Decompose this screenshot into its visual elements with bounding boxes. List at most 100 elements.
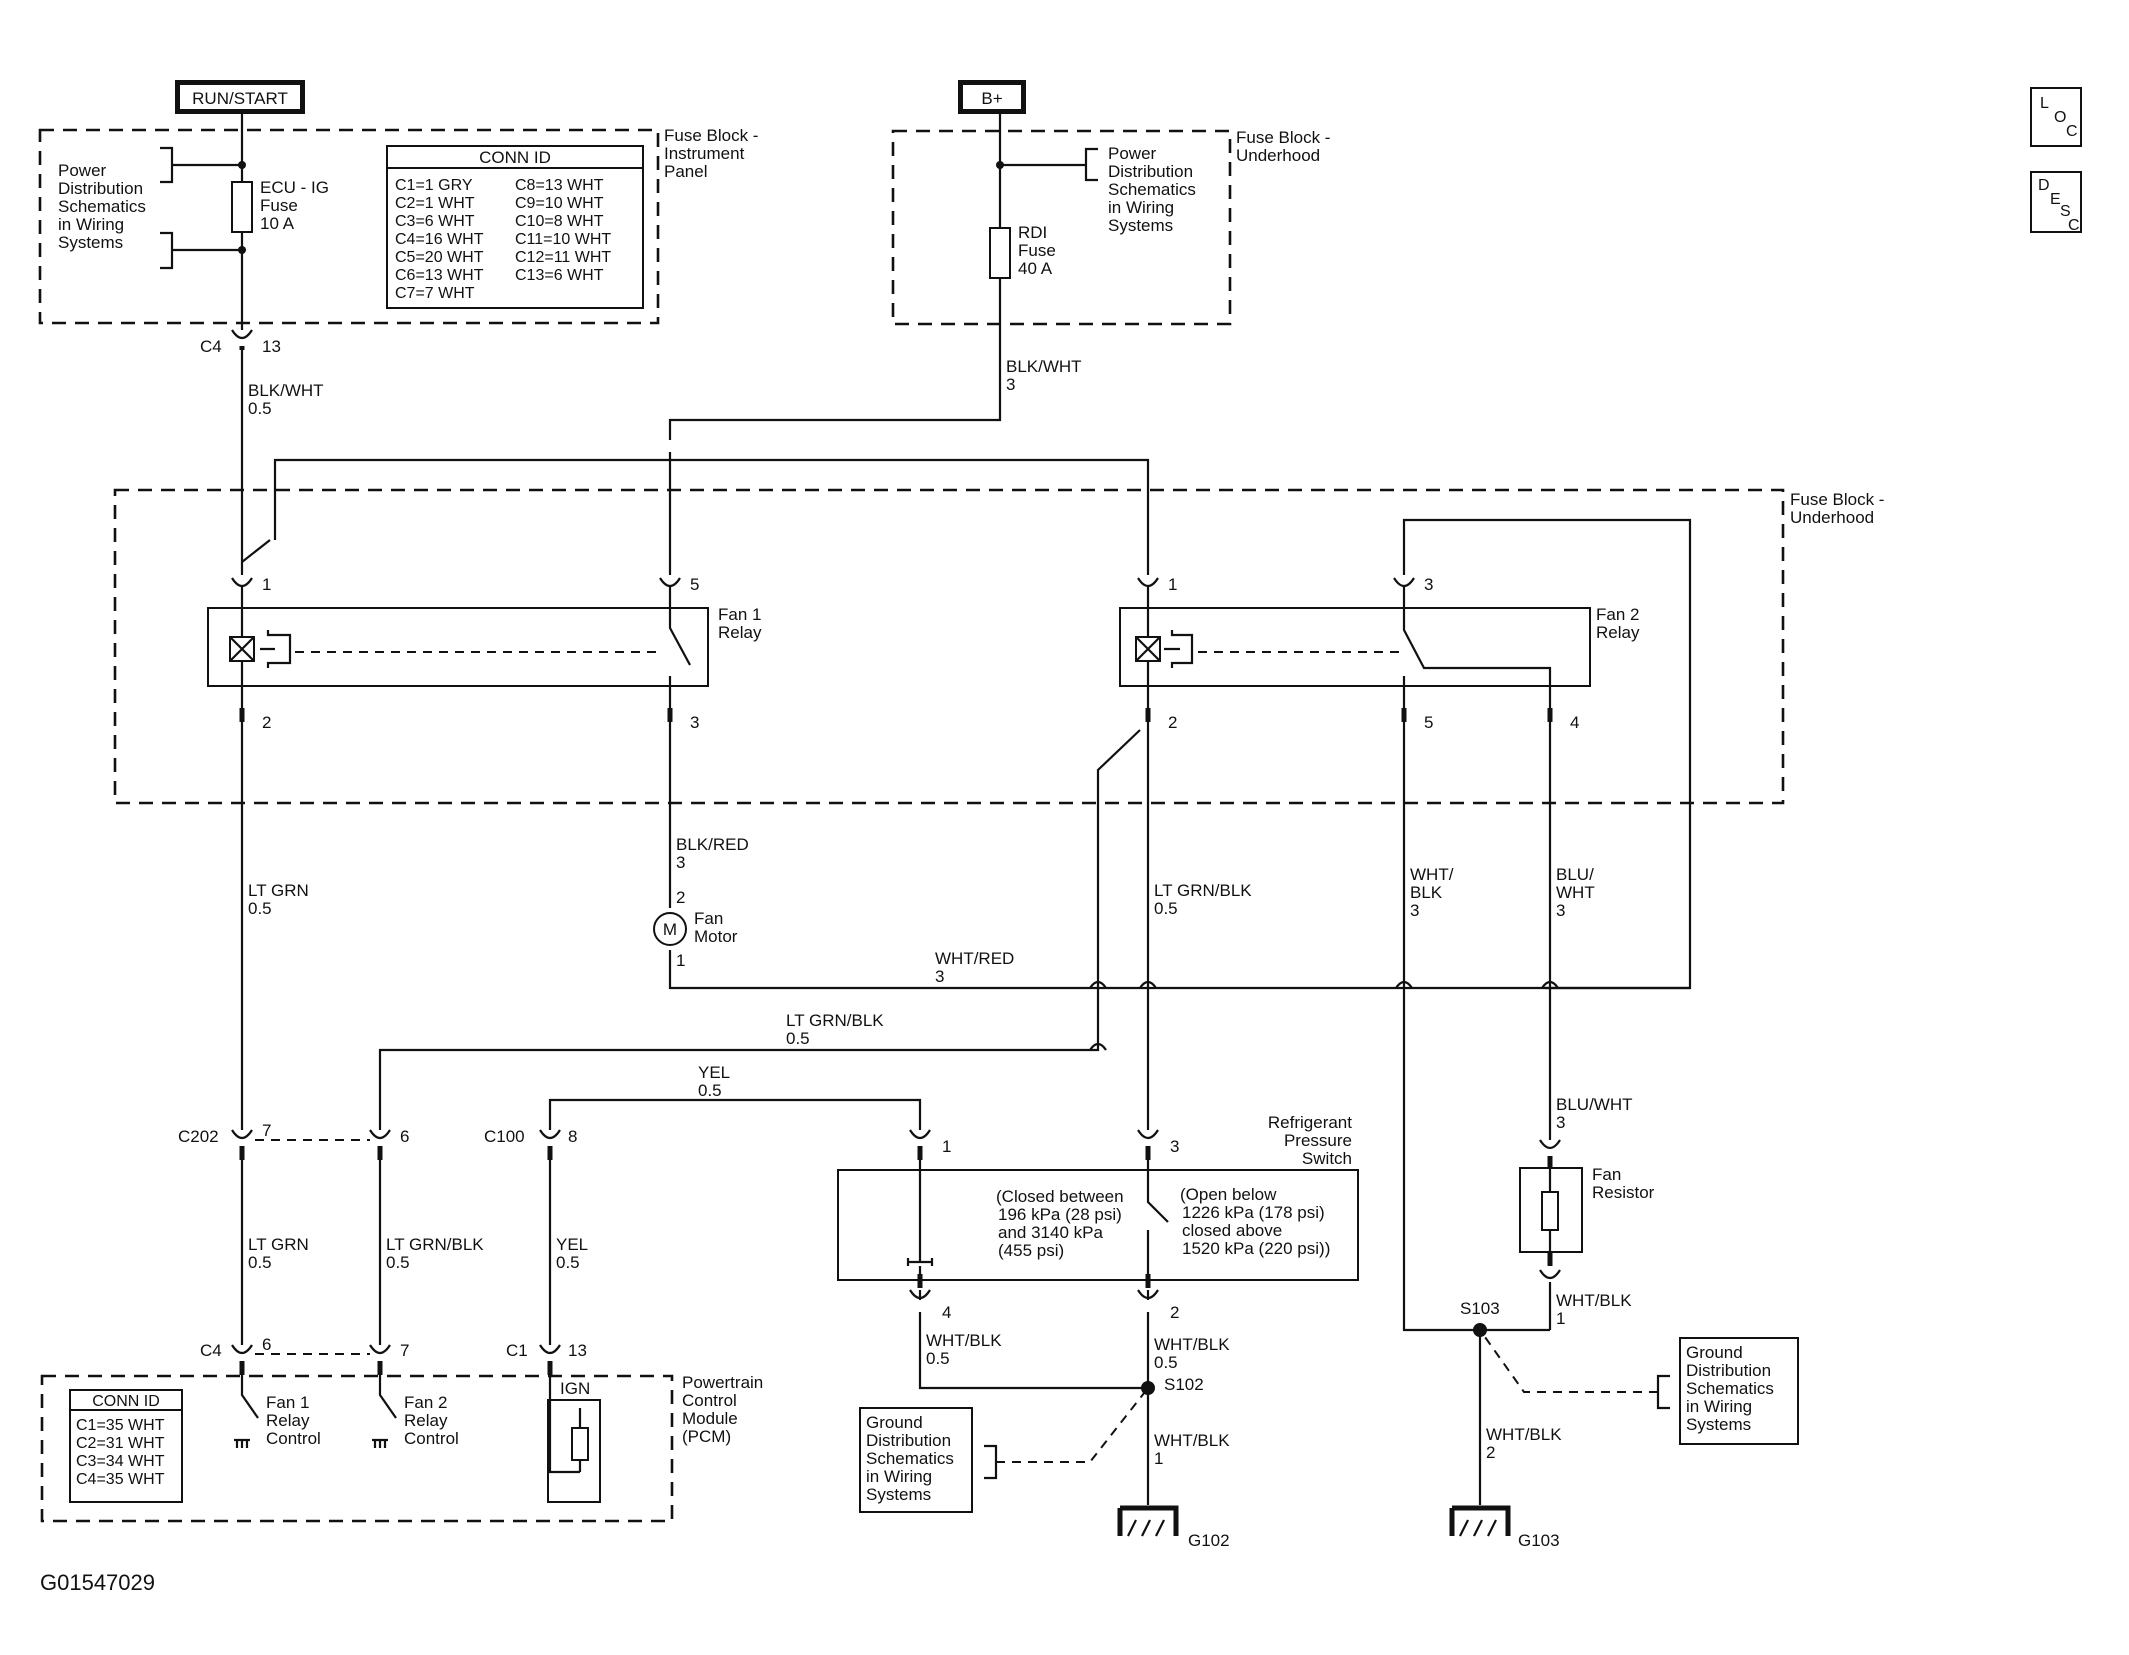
svg-text:Systems: Systems xyxy=(1108,216,1173,235)
svg-text:0.5: 0.5 xyxy=(386,1253,410,1272)
svg-text:C12=11 WHT: C12=11 WHT xyxy=(515,249,611,266)
ground-distribution-ref-right[interactable]: Ground Distribution Schematics in Wiring… xyxy=(1479,1329,1799,1445)
svg-text:0.5: 0.5 xyxy=(1154,1353,1178,1372)
svg-text:1: 1 xyxy=(942,1137,951,1156)
svg-text:Systems: Systems xyxy=(58,233,123,252)
svg-text:Instrument: Instrument xyxy=(664,144,745,163)
svg-text:Refrigerant: Refrigerant xyxy=(1268,1113,1352,1132)
svg-text:6: 6 xyxy=(262,1335,271,1354)
svg-text:2: 2 xyxy=(1486,1443,1495,1462)
svg-text:C1=35 WHT: C1=35 WHT xyxy=(76,1417,165,1434)
svg-text:C: C xyxy=(2068,217,2080,234)
wiring xyxy=(240,114,1692,1505)
svg-text:E: E xyxy=(2050,191,2061,208)
svg-text:Distribution: Distribution xyxy=(58,179,143,198)
svg-text:in Wiring: in Wiring xyxy=(1108,198,1174,217)
svg-text:O: O xyxy=(2054,109,2066,126)
svg-text:Underhood: Underhood xyxy=(1790,508,1874,527)
svg-text:196 kPa (28 psi): 196 kPa (28 psi) xyxy=(998,1205,1122,1224)
svg-text:3: 3 xyxy=(676,853,685,872)
svg-text:4: 4 xyxy=(942,1303,951,1322)
svg-text:3: 3 xyxy=(1556,1113,1565,1132)
svg-text:C13=6 WHT: C13=6 WHT xyxy=(515,267,604,284)
svg-text:3: 3 xyxy=(1410,901,1419,920)
svg-text:in Wiring: in Wiring xyxy=(58,215,124,234)
power-distribution-ref-underhood[interactable]: Power Distribution Schematics in Wiring … xyxy=(996,144,1196,235)
svg-text:C3=6 WHT: C3=6 WHT xyxy=(395,213,475,230)
svg-text:WHT/BLK: WHT/BLK xyxy=(926,1331,1002,1350)
svg-text:BLK/WHT: BLK/WHT xyxy=(1006,357,1082,376)
wire-labels: BLK/WHT 0.5 BLK/WHT 3 LT GRN 0.5 BLK/RED… xyxy=(248,357,1633,1468)
loc-button[interactable]: L O C xyxy=(2030,87,2082,147)
svg-text:C10=8 WHT: C10=8 WHT xyxy=(515,213,604,230)
svg-text:0.5: 0.5 xyxy=(556,1253,580,1272)
svg-text:4: 4 xyxy=(1570,713,1579,732)
svg-text:0.5: 0.5 xyxy=(248,899,272,918)
ecu-ig-fuse: ECU - IG Fuse 10 A xyxy=(231,178,329,233)
svg-text:1: 1 xyxy=(1556,1309,1565,1328)
svg-text:Powertrain: Powertrain xyxy=(682,1373,763,1392)
svg-text:WHT/BLK: WHT/BLK xyxy=(1486,1425,1562,1444)
svg-text:RUN/START: RUN/START xyxy=(192,89,288,108)
svg-text:BLK: BLK xyxy=(1410,883,1443,902)
svg-text:Module: Module xyxy=(682,1409,738,1428)
svg-text:Panel: Panel xyxy=(664,162,707,181)
svg-text:B+: B+ xyxy=(981,89,1002,108)
power-distribution-ref[interactable]: Power Distribution Schematics in Wiring … xyxy=(58,146,246,270)
desc-button[interactable]: D E S C xyxy=(2030,171,2082,234)
svg-text:C: C xyxy=(2066,123,2078,140)
svg-text:3: 3 xyxy=(935,967,944,986)
svg-text:Fan: Fan xyxy=(694,909,723,928)
svg-text:LT GRN/BLK: LT GRN/BLK xyxy=(1154,881,1252,900)
svg-text:L: L xyxy=(2040,95,2049,112)
fan-resistor: Fan Resistor xyxy=(1519,1165,1655,1253)
svg-text:in Wiring: in Wiring xyxy=(866,1467,932,1486)
svg-text:S103: S103 xyxy=(1460,1299,1500,1318)
svg-text:0.5: 0.5 xyxy=(786,1029,810,1048)
svg-text:Fuse Block -: Fuse Block - xyxy=(1790,490,1884,509)
svg-text:Power: Power xyxy=(1108,144,1157,163)
svg-text:2: 2 xyxy=(676,888,685,907)
svg-text:2: 2 xyxy=(1168,713,1177,732)
svg-text:C202: C202 xyxy=(178,1127,219,1146)
splice-s102: S102 xyxy=(1141,1375,1204,1395)
ground-distribution-ref-left[interactable]: Ground Distribution Schematics in Wiring… xyxy=(859,1387,1149,1513)
svg-text:1: 1 xyxy=(1154,1449,1163,1468)
svg-text:8: 8 xyxy=(568,1127,577,1146)
svg-text:Ground: Ground xyxy=(1686,1343,1743,1362)
svg-text:5: 5 xyxy=(690,575,699,594)
svg-text:ECU - IG: ECU - IG xyxy=(260,178,329,197)
svg-text:6: 6 xyxy=(400,1127,409,1146)
svg-text:IGN: IGN xyxy=(560,1379,590,1398)
svg-text:Schematics: Schematics xyxy=(866,1449,954,1468)
svg-text:7: 7 xyxy=(400,1341,409,1360)
svg-text:Control: Control xyxy=(682,1391,737,1410)
svg-text:2: 2 xyxy=(262,713,271,732)
svg-text:Fuse Block -: Fuse Block - xyxy=(664,126,758,145)
svg-text:Pressure: Pressure xyxy=(1284,1131,1352,1150)
svg-text:WHT/: WHT/ xyxy=(1410,865,1454,884)
conn-id-table-ip: CONN ID C1=1 GRY C2=1 WHT C3=6 WHT C4=16… xyxy=(386,145,644,309)
splice-s103: S103 xyxy=(1460,1299,1500,1337)
c4-connector-label: C4 xyxy=(200,337,222,356)
fan-2-relay: Fan 2 Relay 1 3 2 5 4 xyxy=(1119,575,1640,732)
svg-text:(Closed between: (Closed between xyxy=(996,1187,1124,1206)
svg-text:1: 1 xyxy=(262,575,271,594)
svg-text:C2=1 WHT: C2=1 WHT xyxy=(395,195,475,212)
svg-text:and 3140 kPa: and 3140 kPa xyxy=(998,1223,1103,1242)
svg-text:WHT/BLK: WHT/BLK xyxy=(1556,1291,1632,1310)
ground-g102: G102 xyxy=(1117,1505,1230,1550)
svg-text:C11=10 WHT: C11=10 WHT xyxy=(515,231,611,248)
svg-text:S102: S102 xyxy=(1164,1375,1204,1394)
svg-text:Switch: Switch xyxy=(1302,1149,1352,1168)
svg-text:WHT/BLK: WHT/BLK xyxy=(1154,1335,1230,1354)
svg-text:Fan 2: Fan 2 xyxy=(404,1393,447,1412)
svg-text:Systems: Systems xyxy=(1686,1415,1751,1434)
wht-red-junctions xyxy=(1089,980,1559,1051)
svg-text:LT GRN/BLK: LT GRN/BLK xyxy=(786,1011,884,1030)
svg-text:BLK/RED: BLK/RED xyxy=(676,835,749,854)
svg-text:Relay: Relay xyxy=(718,623,762,642)
svg-text:C4: C4 xyxy=(200,1341,222,1360)
svg-text:C6=13 WHT: C6=13 WHT xyxy=(395,267,484,284)
